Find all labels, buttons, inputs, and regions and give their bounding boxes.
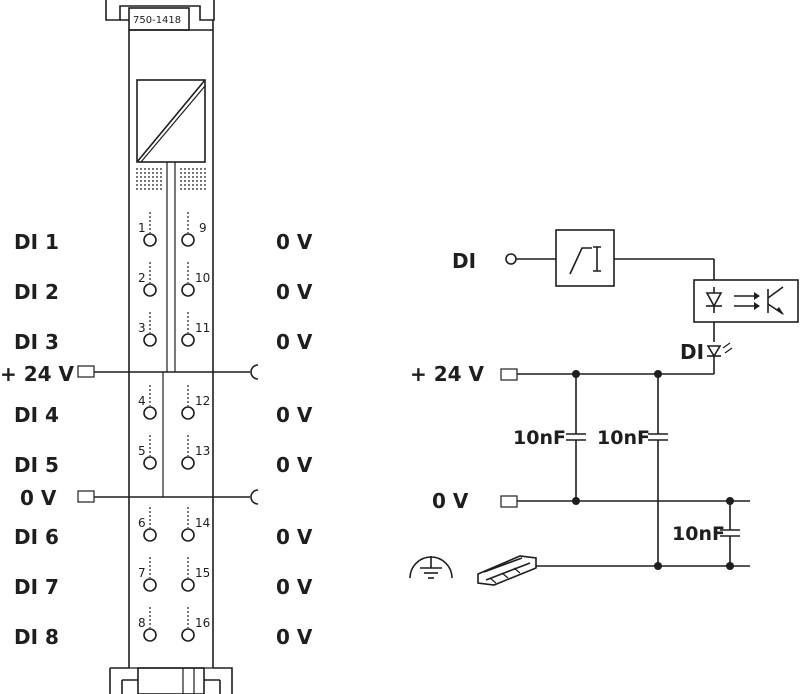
rail-24v: [77, 364, 259, 380]
terminal-1: [143, 212, 157, 247]
terminal-3: [143, 312, 157, 347]
ground-rail-label: 0 V: [432, 489, 469, 513]
terminal-number: 6: [138, 516, 146, 530]
terminal-number: 9: [199, 221, 207, 235]
signal-label-di5: DI 5: [14, 453, 59, 477]
led-label: DI: [680, 340, 704, 364]
signal-label-0v: 0 V: [20, 486, 57, 510]
right-labels: 0 V 0 V 0 V 0 V 0 V 0 V 0 V 0 V: [276, 230, 313, 649]
optocoupler-icon: [693, 279, 799, 323]
ground-label: 0 V: [276, 280, 313, 304]
terminal-2: [143, 262, 157, 297]
terminal-7: [143, 557, 157, 592]
terminal-16: [181, 607, 195, 642]
terminal-number: 3: [138, 321, 146, 335]
ground-label: 0 V: [276, 330, 313, 354]
terminal-number: 11: [195, 321, 210, 335]
terminal-number: 2: [138, 271, 146, 285]
terminal-number: 12: [195, 394, 210, 408]
capacitor-label: 10nF: [672, 523, 725, 545]
terminal-10: [181, 262, 195, 297]
terminal-5: [143, 435, 157, 470]
terminal-number: 16: [195, 616, 210, 630]
din-rail-icon: [477, 555, 537, 586]
signal-label-di2: DI 2: [14, 280, 59, 304]
terminal-13: [181, 435, 195, 470]
signal-label-24v: + 24 V: [0, 362, 75, 386]
earth-ground-icon: [409, 556, 453, 579]
signal-label-di6: DI 6: [14, 525, 59, 549]
rail-0v: [77, 489, 259, 505]
signal-label-di8: DI 8: [14, 625, 59, 649]
ground-label: 0 V: [276, 575, 313, 599]
ground-terminal: [500, 495, 518, 508]
ground-label: 0 V: [276, 625, 313, 649]
ground-label: 0 V: [276, 230, 313, 254]
terminal-number: 1: [138, 221, 146, 235]
supply-terminal: [500, 368, 518, 381]
part-number-label: 750-1418: [133, 15, 181, 26]
pin-fingers: [136, 168, 206, 190]
terminal-15: [181, 557, 195, 592]
terminal-number: 5: [138, 444, 146, 458]
capacitor-icon: [648, 433, 668, 441]
left-labels: DI 1 DI 2 DI 3 + 24 V DI 4 DI 5 0 V DI 6…: [0, 230, 75, 649]
terminal-number: 4: [138, 394, 146, 408]
input-terminal: [505, 253, 517, 265]
signal-label-di4: DI 4: [14, 403, 59, 427]
ground-label: 0 V: [276, 403, 313, 427]
terminal-number: 14: [195, 516, 210, 530]
schematic-input-label: DI: [452, 249, 476, 273]
capacitor-icon: [566, 433, 586, 441]
terminal-12: [181, 385, 195, 420]
schematic: DI: [409, 229, 799, 586]
status-led-icon: [706, 342, 733, 358]
terminal-number: 15: [195, 566, 210, 580]
internal-bus: [162, 162, 176, 497]
module-body: [105, 0, 233, 694]
filter-block-icon: [555, 229, 615, 287]
terminal-number: 13: [195, 444, 210, 458]
capacitor-label: 10nF: [597, 427, 650, 449]
terminal-contacts: [143, 212, 195, 642]
terminal-14: [181, 507, 195, 542]
ground-label: 0 V: [276, 453, 313, 477]
terminal-9: [181, 212, 195, 247]
terminal-number: 8: [138, 616, 146, 630]
signal-label-di3: DI 3: [14, 330, 59, 354]
signal-label-di7: DI 7: [14, 575, 59, 599]
ground-label: 0 V: [276, 525, 313, 549]
supply-label: + 24 V: [410, 362, 485, 386]
capacitor-label: 10nF: [513, 427, 566, 449]
converter-block-icon: [136, 79, 206, 163]
signal-label-di1: DI 1: [14, 230, 59, 254]
terminal-4: [143, 385, 157, 420]
terminal-number: 10: [195, 271, 210, 285]
terminal-number: 7: [138, 566, 146, 580]
terminal-8: [143, 607, 157, 642]
terminal-6: [143, 507, 157, 542]
terminal-numbers: 1 2 3 4 5 6 7 8 9 10 11 12 13 14 15 16: [138, 221, 210, 630]
terminal-11: [181, 312, 195, 347]
